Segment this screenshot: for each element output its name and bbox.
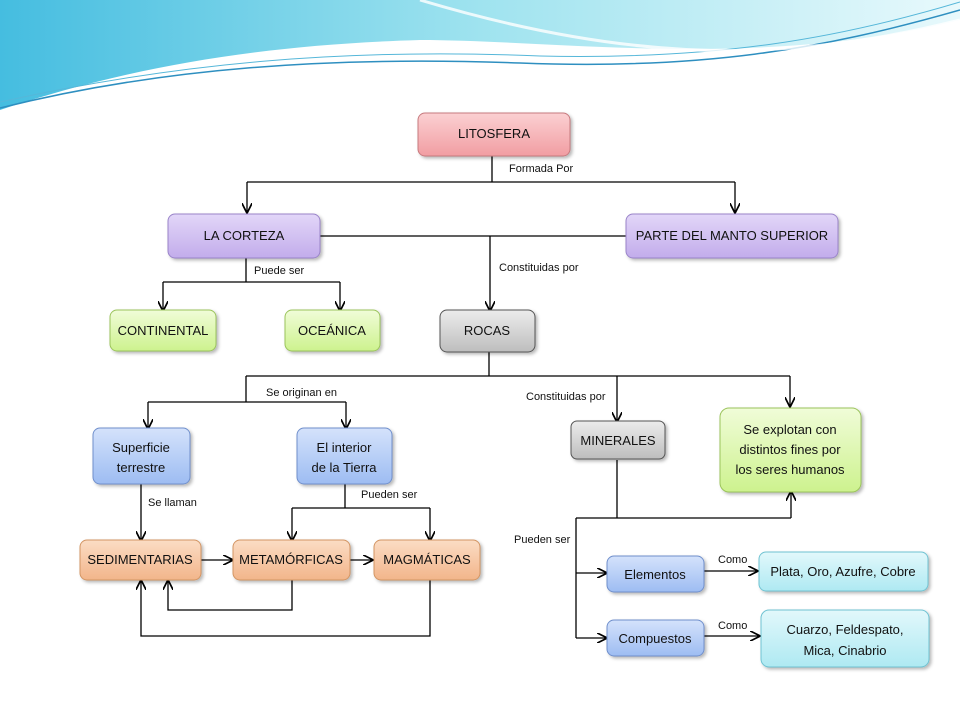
node-metamorficas: METAMÓRFICAS bbox=[232, 539, 351, 581]
node-elementos: Elementos bbox=[606, 555, 705, 593]
label-como-1: Como bbox=[718, 554, 747, 566]
node-oceanica-text: OCEÁNICA bbox=[298, 323, 366, 338]
node-cuarzo-line2: Mica, Cinabrio bbox=[803, 643, 886, 658]
node-sedimentarias-text: SEDIMENTARIAS bbox=[87, 552, 193, 567]
label-se-llaman: Se llaman bbox=[148, 497, 197, 509]
edge-labels: Formada Por Puede ser Constituidas por S… bbox=[148, 163, 747, 632]
label-formada-por: Formada Por bbox=[509, 163, 574, 175]
node-plata-text: Plata, Oro, Azufre, Cobre bbox=[770, 564, 915, 579]
edge-corteza-split bbox=[163, 258, 340, 283]
node-explotan: Se explotan con distintos fines por los … bbox=[719, 407, 862, 493]
node-cuarzo-line1: Cuarzo, Feldespato, bbox=[786, 622, 903, 637]
edge-litosfera-split bbox=[247, 156, 735, 183]
label-constituidas-por-1: Constituidas por bbox=[499, 262, 579, 274]
node-plata: Plata, Oro, Azufre, Cobre bbox=[758, 551, 929, 592]
node-compuestos-text: Compuestos bbox=[619, 631, 692, 646]
node-rocas-text: ROCAS bbox=[464, 323, 511, 338]
node-interior-line1: El interior bbox=[317, 440, 373, 455]
edge-meta-to-sed bbox=[168, 580, 293, 611]
label-puede-ser: Puede ser bbox=[254, 265, 304, 277]
node-explotan-line3: los seres humanos bbox=[735, 462, 845, 477]
node-interior: El interior de la Tierra bbox=[296, 427, 393, 485]
diagram-area: Formada Por Puede ser Constituidas por S… bbox=[22, 104, 938, 702]
edge-rocas-left bbox=[148, 376, 346, 403]
node-explotan-line2: distintos fines por bbox=[739, 442, 841, 457]
node-manto-text: PARTE DEL MANTO SUPERIOR bbox=[636, 228, 828, 243]
node-litosfera-text: LITOSFERA bbox=[458, 126, 530, 141]
node-interior-line2: de la Tierra bbox=[311, 460, 377, 475]
label-pueden-ser-2: Pueden ser bbox=[514, 534, 571, 546]
node-magmaticas-text: MAGMÁTICAS bbox=[383, 552, 471, 567]
node-sedimentarias: SEDIMENTARIAS bbox=[79, 539, 202, 581]
node-metamorficas-text: METAMÓRFICAS bbox=[239, 552, 343, 567]
wave-banner bbox=[0, 0, 960, 110]
node-corteza-text: LA CORTEZA bbox=[204, 228, 285, 243]
node-magmaticas: MAGMÁTICAS bbox=[373, 539, 481, 581]
edge-mag-to-sed bbox=[141, 580, 431, 637]
label-pueden-ser-1: Pueden ser bbox=[361, 489, 418, 501]
label-constituidas-por-2: Constituidas por bbox=[526, 391, 606, 403]
label-como-2: Como bbox=[718, 620, 747, 632]
concept-map: Formada Por Puede ser Constituidas por S… bbox=[79, 112, 930, 668]
node-superficie-line2: terrestre bbox=[117, 460, 165, 475]
node-explotan-line1: Se explotan con bbox=[743, 422, 836, 437]
node-continental: CONTINENTAL bbox=[109, 309, 217, 352]
node-cuarzo: Cuarzo, Feldespato, Mica, Cinabrio bbox=[760, 609, 930, 668]
node-rocas: ROCAS bbox=[439, 309, 536, 353]
node-superficie-line1: Superficie bbox=[112, 440, 170, 455]
label-se-originan-en: Se originan en bbox=[266, 387, 337, 399]
node-continental-text: CONTINENTAL bbox=[118, 323, 209, 338]
edge-interior-split bbox=[292, 484, 430, 509]
node-manto: PARTE DEL MANTO SUPERIOR bbox=[625, 213, 839, 259]
edge-rocas-split bbox=[246, 352, 790, 377]
node-elementos-text: Elementos bbox=[624, 567, 686, 582]
node-compuestos: Compuestos bbox=[606, 619, 705, 657]
node-superficie: Superficie terrestre bbox=[92, 427, 191, 485]
edge-minerales-down bbox=[576, 460, 791, 519]
node-oceanica: OCEÁNICA bbox=[284, 309, 381, 352]
node-litosfera: LITOSFERA bbox=[417, 112, 571, 157]
node-minerales: MINERALES bbox=[570, 420, 666, 460]
connectors bbox=[141, 156, 791, 638]
node-corteza: LA CORTEZA bbox=[167, 213, 321, 259]
node-minerales-text: MINERALES bbox=[580, 433, 655, 448]
